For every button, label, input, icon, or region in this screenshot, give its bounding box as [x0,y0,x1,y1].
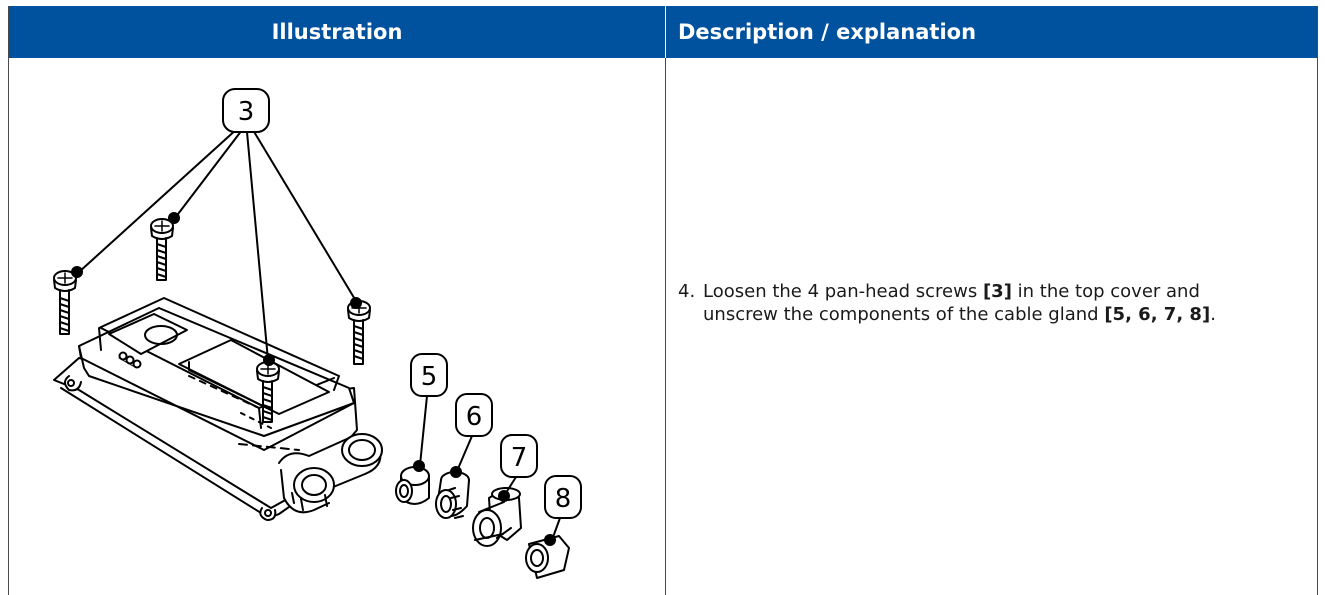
column-divider [665,58,666,595]
screw-front [256,361,280,423]
step-text-part-2: in the top cover and unscrew the compone… [703,281,1200,325]
step-4: 4. Loosen the 4 pan-head screws [3] in t… [678,280,1238,326]
callout-8: 8 [555,484,572,514]
step-number: 4. [678,281,696,302]
leader-dots [71,212,556,546]
callout-5: 5 [421,362,438,392]
step-text-part-1: Loosen the 4 pan-head screws [703,281,983,302]
gland-part-8 [525,535,570,579]
exploded-assembly-drawing: 3 5 6 7 8 [53,88,582,579]
housing-ports [278,433,383,514]
callout-boxes [222,88,582,519]
leader-lines [78,127,561,541]
instruction-table: Illustration Description / explanation [8,6,1318,595]
step-text-part-3: . [1210,304,1216,325]
illustration-cell: 3 5 6 7 8 [9,58,665,595]
table-header: Illustration Description / explanation [9,6,1317,58]
description-cell: 4. Loosen the 4 pan-head screws [3] in t… [666,58,1318,595]
screw-back [150,218,174,281]
screw-right [347,300,371,365]
callout-6: 6 [466,402,483,432]
description-header: Description / explanation [678,20,977,44]
gland-part-7 [472,487,522,547]
illustration-header: Illustration [9,6,666,58]
callout-3: 3 [238,97,255,127]
gland-part-5 [395,466,430,505]
callout-7: 7 [511,443,528,473]
gland-reference: [5, 6, 7, 8] [1104,304,1211,325]
screw-reference: [3] [982,281,1012,302]
gland-part-6 [435,471,470,519]
screw-left [53,270,77,335]
step-text: Loosen the 4 pan-head screws [3] in the … [703,280,1238,326]
